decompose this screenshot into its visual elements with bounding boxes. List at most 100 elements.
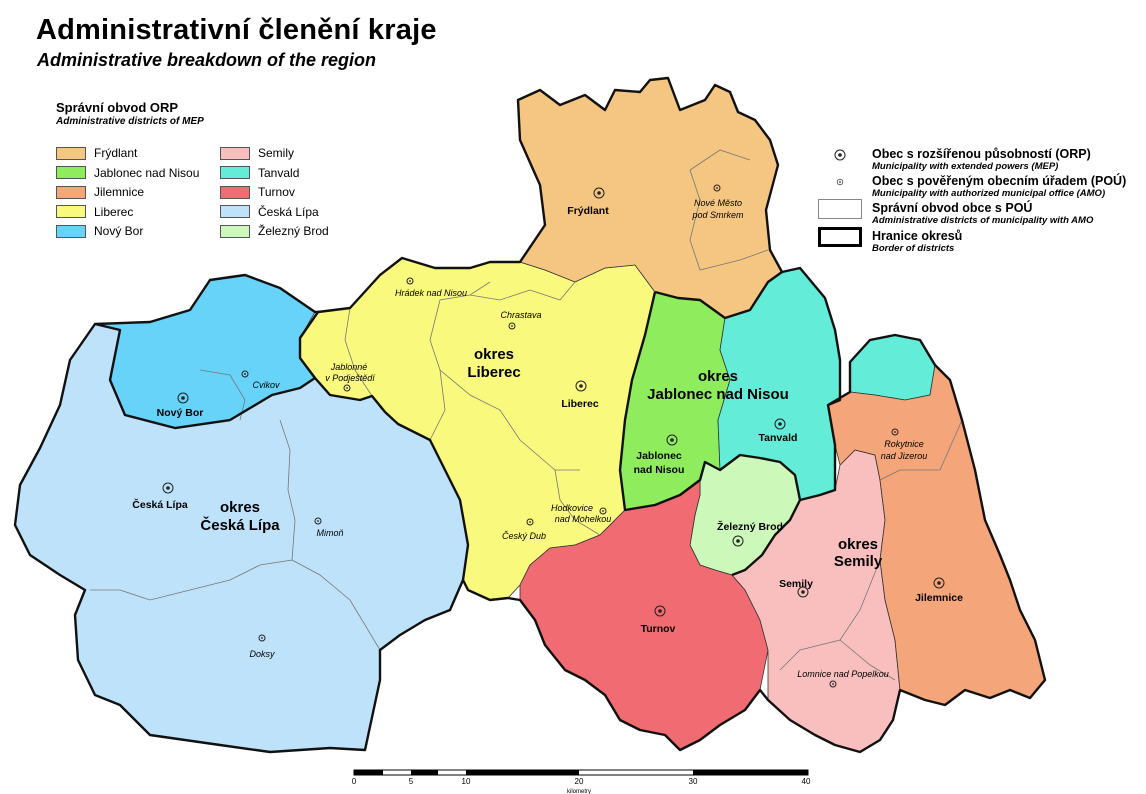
orp-liberec: Liberec <box>561 380 599 410</box>
legend-label: Česká Lípa <box>258 204 319 219</box>
legend-label: Tanvald <box>258 165 300 180</box>
svg-text:pod Smrkem: pod Smrkem <box>691 210 744 220</box>
legend-heading: Správní obvod ORP <box>56 100 179 115</box>
map-title: Administrativní členění kraje <box>36 14 437 46</box>
legend-swatch <box>220 185 250 199</box>
legend-label: Frýdlant <box>94 146 138 160</box>
orp-jablonec: Jablonec nad Nisou <box>634 434 685 476</box>
legend-label: Semily <box>258 146 295 160</box>
legend-item: Železný Brod <box>220 223 329 239</box>
symbol-label: Správní obvod obce s POÚ <box>872 201 1033 215</box>
svg-text:Jilemnice: Jilemnice <box>915 592 963 604</box>
legend-item: Nový Bor <box>56 223 143 239</box>
svg-text:Tanvald: Tanvald <box>759 432 798 444</box>
legend-label: Železný Brod <box>258 224 329 238</box>
scale-tick: 10 <box>462 777 471 786</box>
svg-text:Rokytnice: Rokytnice <box>884 439 924 449</box>
orp-jilemnice: Jilemnice <box>915 577 963 604</box>
legend-item: Jablonec nad Nisou <box>56 165 199 181</box>
pou-doksy: Doksy <box>249 634 275 659</box>
legend-swatch <box>220 166 250 179</box>
symbol-label: Hranice okresů <box>872 229 963 243</box>
pou-rokytnice: Rokytnice nad Jizerou <box>881 428 928 461</box>
orp-tanvald: Tanvald <box>759 418 798 444</box>
orp-frydlant: Frýdlant <box>567 187 609 217</box>
pou-cvikov: Cvikov <box>241 370 280 390</box>
legend-swatch <box>56 146 86 160</box>
svg-text:Semily: Semily <box>779 578 813 590</box>
scale-tick: 40 <box>802 777 811 786</box>
pou-chrastava: Chrastava <box>500 310 542 330</box>
legend-swatch <box>56 166 86 179</box>
orp-novy-bor: Nový Bor <box>157 392 204 419</box>
legend-swatch <box>56 224 86 238</box>
pou-hradek: Hrádek nad Nisou <box>395 277 467 298</box>
svg-text:nad Nisou: nad Nisou <box>634 464 685 476</box>
legend-item: Turnov <box>220 184 295 200</box>
pou-mimon: Mimoň <box>314 517 344 538</box>
svg-text:Liberec: Liberec <box>561 398 599 410</box>
svg-text:Turnov: Turnov <box>641 623 676 635</box>
symbol-sublabel: Municipality with authorized municipal o… <box>872 188 1106 199</box>
svg-text:nad Mohelkou: nad Mohelkou <box>555 514 612 524</box>
legend-label: Jablonec nad Nisou <box>94 165 200 180</box>
map-subtitle: Administrative breakdown of the region <box>37 50 377 70</box>
svg-text:Lomnice nad Popelkou: Lomnice nad Popelkou <box>797 669 889 679</box>
symbol-sublabel: Municipality with extended powers (MEP) <box>872 161 1059 172</box>
symbol-label: Obec s rozšířenou působností (ORP) <box>872 147 1091 161</box>
symbol-item: Obec s pověřeným obecním úřadem (POÚ)Mun… <box>818 174 1126 199</box>
scale-bar: 0 5 10 20 30 40 kilometry <box>352 769 811 794</box>
symbol-item: Obec s rozšířenou působností (ORP)Munici… <box>818 147 1091 172</box>
legend-swatch <box>220 224 250 238</box>
orp-zelezny-brod: Železný Brod <box>717 520 783 547</box>
svg-text:Cvikov: Cvikov <box>252 380 280 390</box>
svg-text:Železný Brod: Železný Brod <box>717 520 783 533</box>
legend-label: Jilemnice <box>94 185 145 199</box>
legend-label: Liberec <box>94 204 134 219</box>
legend-item: Jilemnice <box>56 184 144 200</box>
legend-swatch <box>56 205 86 218</box>
legend-swatch <box>56 185 86 199</box>
dot-circle-icon <box>818 174 862 190</box>
legend-swatch <box>220 205 250 218</box>
legend-item: Liberec <box>56 204 133 220</box>
orp-ceska-lipa: Česká Lípa <box>132 482 188 511</box>
thick-box-icon <box>818 227 862 247</box>
svg-text:Česká Lípa: Česká Lípa <box>132 498 188 511</box>
district-borders <box>13 76 1047 754</box>
pou-nove-mesto: Nové Město pod Smrkem <box>691 184 744 220</box>
pou-cesky-dub: Český Dub <box>502 518 546 541</box>
svg-text:Nový Bor: Nový Bor <box>157 407 204 419</box>
svg-text:Jablonec: Jablonec <box>636 450 682 462</box>
thin-box-icon <box>818 199 862 219</box>
svg-text:Doksy: Doksy <box>249 649 275 659</box>
scale-tick: 30 <box>689 777 698 786</box>
svg-text:nad Jizerou: nad Jizerou <box>881 451 928 461</box>
legend-item: Semily <box>220 145 294 161</box>
scale-tick: 20 <box>575 777 584 786</box>
svg-text:Nové Město: Nové Město <box>694 198 742 208</box>
symbol-sublabel: Border of districts <box>872 243 955 254</box>
legend-subheading: Administrative districts of MEP <box>56 116 204 127</box>
legend-item: Frýdlant <box>56 145 137 161</box>
legend-label: Nový Bor <box>94 224 144 238</box>
svg-text:Frýdlant: Frýdlant <box>567 205 609 217</box>
svg-text:Hrádek nad Nisou: Hrádek nad Nisou <box>395 288 467 298</box>
svg-text:Mimoň: Mimoň <box>316 528 343 538</box>
scale-tick: 0 <box>352 777 357 786</box>
symbol-sublabel: Administrative districts of municipality… <box>872 215 1094 226</box>
svg-text:Český Dub: Český Dub <box>502 531 546 541</box>
svg-text:v Podještědí: v Podještědí <box>325 373 376 383</box>
legend-label: Turnov <box>258 185 295 199</box>
amo-borders <box>90 149 963 681</box>
orp-turnov: Turnov <box>641 605 676 635</box>
